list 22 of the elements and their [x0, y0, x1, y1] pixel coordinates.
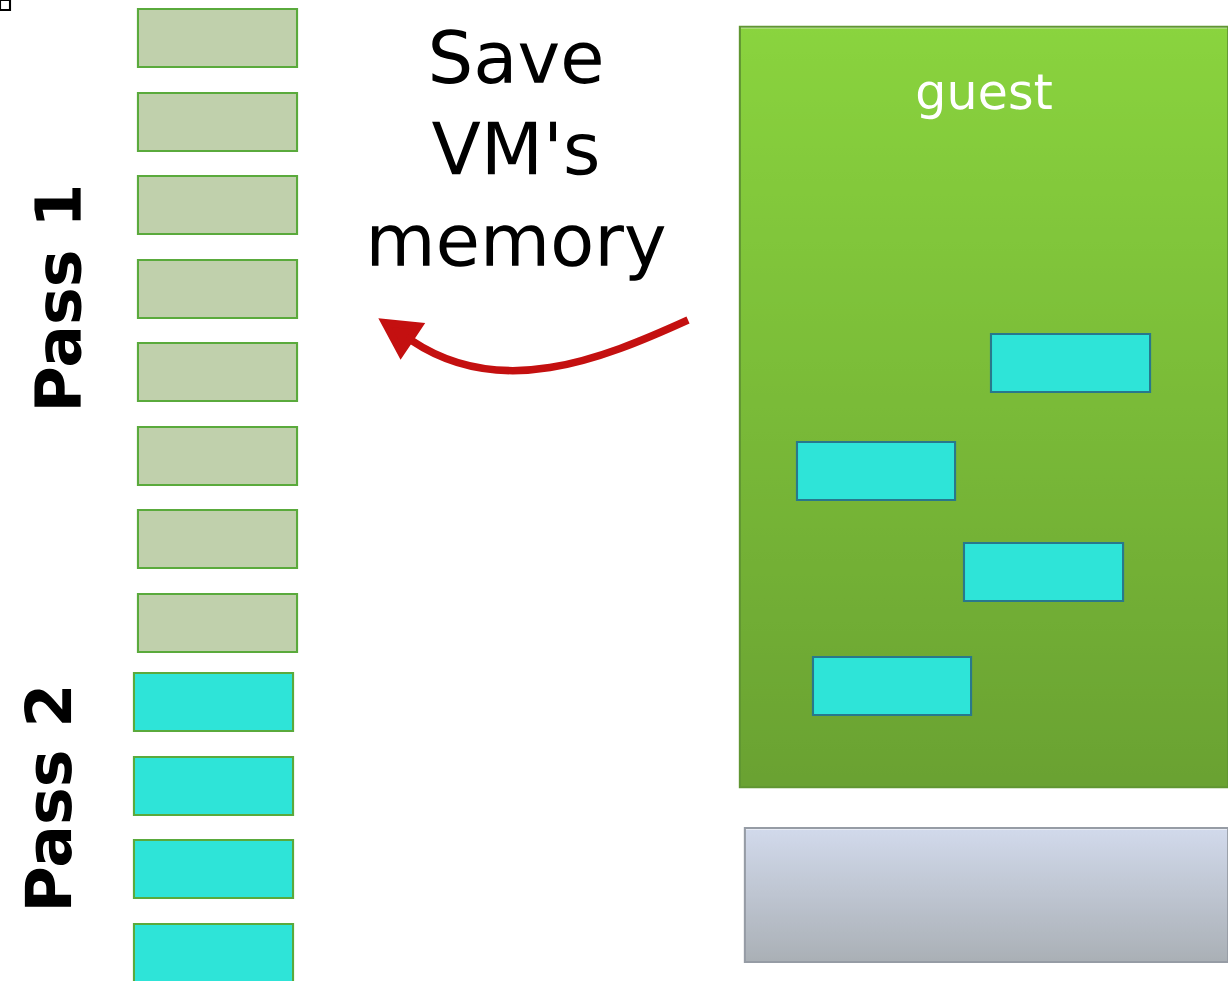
- saved-page-box: [136, 341, 299, 403]
- saved-page-box: [136, 174, 299, 236]
- saved-page-box: [132, 838, 295, 900]
- pass-label: Pass 2: [24, 689, 72, 907]
- box: [0, 0, 12, 12]
- saved-page-box: [136, 258, 299, 320]
- memory-page-box: [962, 541, 1125, 603]
- pass-label: Pass 1: [34, 187, 82, 407]
- memory-page-box: [795, 440, 957, 502]
- saved-page-box: [136, 91, 299, 153]
- saved-page-box: [132, 922, 295, 981]
- memory-page-box: [811, 655, 973, 717]
- guest-box: guest: [738, 25, 1228, 789]
- saved-page-box: [136, 425, 299, 487]
- note-text: Save VM's memory: [371, 29, 665, 281]
- saved-page-box: [136, 592, 299, 654]
- memory-page-box: [989, 332, 1152, 394]
- hypervisor-box: [743, 826, 1228, 964]
- saved-page-box: [132, 671, 295, 733]
- saved-page-box: [136, 7, 299, 69]
- saved-page-box: [132, 755, 295, 817]
- saved-page-box: [136, 508, 299, 570]
